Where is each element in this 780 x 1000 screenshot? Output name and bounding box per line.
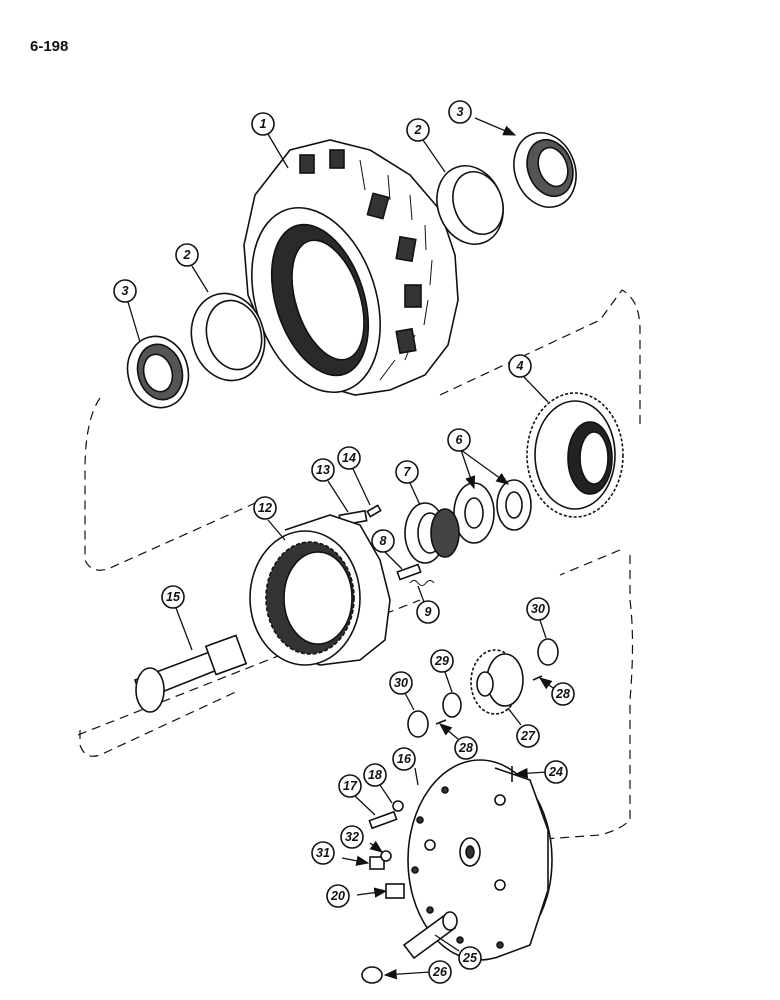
svg-text:2: 2 bbox=[183, 248, 191, 262]
needle-roller-a bbox=[532, 675, 543, 681]
svg-text:14: 14 bbox=[342, 451, 356, 465]
page-number: 6-198 bbox=[30, 38, 69, 55]
callout-15: 15 bbox=[161, 585, 185, 609]
svg-text:30: 30 bbox=[394, 676, 408, 690]
svg-text:27: 27 bbox=[520, 729, 536, 743]
plug-seal bbox=[380, 850, 392, 862]
needle-roller-b bbox=[435, 719, 447, 725]
tapered-roller-bearing-upper bbox=[513, 132, 577, 208]
callout-3-lower: 3 bbox=[113, 279, 137, 303]
svg-text:15: 15 bbox=[166, 590, 181, 604]
callout-16: 16 bbox=[392, 747, 416, 771]
callout-31: 31 bbox=[311, 841, 335, 865]
svg-text:1: 1 bbox=[260, 117, 267, 131]
ring-gear bbox=[526, 392, 624, 518]
callout-1: 1 bbox=[251, 112, 275, 136]
leader-lines bbox=[127, 117, 554, 980]
callout-17: 17 bbox=[338, 774, 362, 798]
svg-text:16: 16 bbox=[397, 752, 412, 766]
svg-text:4: 4 bbox=[516, 359, 524, 373]
callout-2-upper: 2 bbox=[406, 118, 430, 142]
callout-25: 25 bbox=[458, 946, 482, 970]
svg-text:7: 7 bbox=[404, 465, 412, 479]
svg-text:12: 12 bbox=[258, 501, 272, 515]
callout-8: 8 bbox=[371, 529, 395, 553]
callout-28-right: 28 bbox=[551, 682, 575, 706]
carrier-washer bbox=[392, 800, 404, 812]
assembly-outline-upper bbox=[84, 289, 641, 571]
o-ring bbox=[361, 966, 383, 984]
svg-text:13: 13 bbox=[316, 463, 330, 477]
callout-30-left: 30 bbox=[389, 671, 413, 695]
callout-4: 4 bbox=[508, 354, 532, 378]
spacer-washer bbox=[442, 692, 462, 718]
thrust-washer-left bbox=[407, 710, 429, 738]
callout-27: 27 bbox=[516, 724, 540, 748]
callout-28-left: 28 bbox=[454, 736, 478, 760]
bearing-cup-lower bbox=[190, 292, 266, 382]
shim-washer bbox=[496, 479, 532, 531]
callout-6: 6 bbox=[447, 428, 471, 452]
tapered-roller-bearing-lower bbox=[126, 335, 190, 409]
cap-screw bbox=[366, 504, 382, 518]
callout-13: 13 bbox=[311, 458, 335, 482]
carrier-bolt bbox=[368, 810, 398, 830]
svg-text:3: 3 bbox=[122, 284, 129, 298]
callout-3-upper: 3 bbox=[448, 100, 472, 124]
callout-18: 18 bbox=[363, 763, 387, 787]
shim-plate bbox=[453, 482, 495, 544]
svg-text:24: 24 bbox=[548, 765, 563, 779]
svg-text:28: 28 bbox=[555, 687, 570, 701]
callout-20: 20 bbox=[326, 884, 350, 908]
bearing-cup-upper bbox=[436, 165, 504, 245]
svg-text:17: 17 bbox=[343, 779, 358, 793]
planet-gear bbox=[470, 649, 524, 715]
fill-plug bbox=[369, 856, 385, 870]
svg-text:32: 32 bbox=[345, 830, 359, 844]
svg-text:20: 20 bbox=[330, 889, 345, 903]
svg-text:2: 2 bbox=[414, 123, 422, 137]
svg-text:28: 28 bbox=[458, 741, 473, 755]
internal-ring-gear bbox=[249, 514, 391, 666]
planet-pin bbox=[402, 911, 458, 960]
spring-washer bbox=[409, 580, 435, 586]
callout-9: 9 bbox=[416, 600, 440, 624]
drain-plug bbox=[385, 883, 405, 899]
svg-text:9: 9 bbox=[425, 605, 432, 619]
callout-14: 14 bbox=[337, 446, 361, 470]
callout-26: 26 bbox=[428, 960, 452, 984]
svg-text:26: 26 bbox=[432, 965, 448, 979]
callout-30-right: 30 bbox=[526, 597, 550, 621]
retaining-plate bbox=[404, 502, 460, 564]
wheel-hub-housing bbox=[243, 139, 459, 396]
svg-text:6: 6 bbox=[456, 433, 464, 447]
spline-shaft bbox=[133, 634, 248, 713]
callout-2-lower: 2 bbox=[175, 243, 199, 267]
svg-text:29: 29 bbox=[434, 654, 449, 668]
callout-12: 12 bbox=[253, 496, 277, 520]
bolt bbox=[396, 563, 422, 581]
callout-7: 7 bbox=[395, 460, 419, 484]
callout-24: 24 bbox=[544, 760, 568, 784]
svg-text:31: 31 bbox=[316, 846, 330, 860]
svg-text:25: 25 bbox=[462, 951, 478, 965]
svg-text:18: 18 bbox=[368, 768, 382, 782]
svg-text:30: 30 bbox=[531, 602, 545, 616]
planet-carrier bbox=[407, 759, 553, 961]
callout-29: 29 bbox=[430, 649, 454, 673]
thrust-washer-right bbox=[537, 638, 559, 666]
svg-text:3: 3 bbox=[457, 105, 464, 119]
callout-32: 32 bbox=[340, 825, 364, 849]
svg-text:8: 8 bbox=[380, 534, 387, 548]
